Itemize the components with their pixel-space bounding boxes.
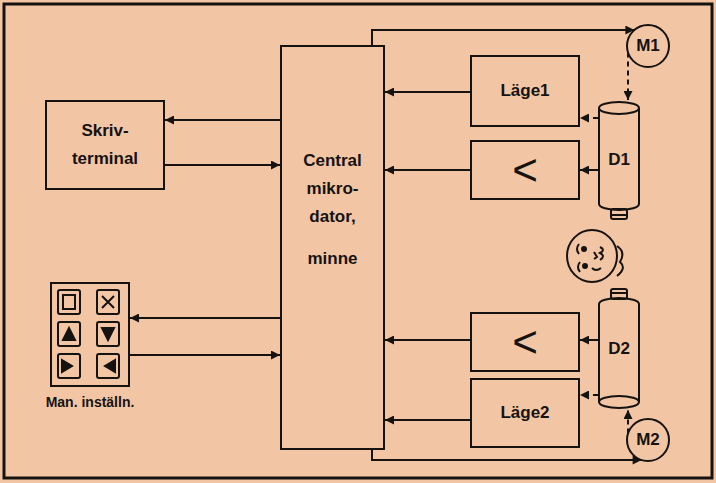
node-label: Central mikro- dator, xyxy=(286,147,379,231)
node-label: M2 xyxy=(636,426,660,454)
node-label: minne xyxy=(307,245,357,273)
node-label: Läge1 xyxy=(500,77,549,105)
node-label: M1 xyxy=(636,32,660,60)
signal-arrow xyxy=(385,169,470,171)
node-label: Läge2 xyxy=(500,399,549,427)
signal-arrow xyxy=(372,450,642,460)
signal-arrow xyxy=(372,30,634,45)
signal-arrow xyxy=(385,419,470,421)
position-box: Läge1 xyxy=(470,55,580,127)
computer-box: Central mikro- dator, minne xyxy=(280,45,385,450)
motor-circle: M2 xyxy=(626,418,670,462)
mechanical-link xyxy=(627,52,629,100)
amplifier-symbol: < xyxy=(512,320,538,364)
position-box: Läge2 xyxy=(470,378,580,448)
terminal-box: Skriv- terminal xyxy=(45,100,165,190)
signal-arrow xyxy=(130,317,280,319)
node-label: D1 xyxy=(608,146,630,174)
detector-cylinder: D1 xyxy=(598,100,640,220)
amplifier-box: < xyxy=(470,312,580,372)
signal-arrow xyxy=(165,119,280,121)
detector-cylinder: D2 xyxy=(598,288,640,410)
node-label: Skriv- terminal xyxy=(51,117,159,173)
motor-circle: M1 xyxy=(626,24,670,68)
face-illustration xyxy=(567,230,623,282)
signal-arrow xyxy=(165,164,280,166)
mechanical-link xyxy=(580,394,598,396)
signal-arrow xyxy=(385,339,470,341)
signal-arrow xyxy=(580,169,598,171)
signal-arrow xyxy=(130,354,280,356)
panel-buttons xyxy=(58,290,119,378)
amplifier-symbol: < xyxy=(512,148,538,192)
amplifier-box: < xyxy=(470,140,580,200)
mechanical-link xyxy=(580,117,598,119)
manual-panel: Man. inställn. xyxy=(50,282,130,387)
signal-arrow xyxy=(580,339,598,341)
signal-arrow xyxy=(385,91,470,93)
node-label: D2 xyxy=(608,335,630,363)
frame xyxy=(4,4,712,478)
panel-label: Man. inställn. xyxy=(46,393,135,411)
